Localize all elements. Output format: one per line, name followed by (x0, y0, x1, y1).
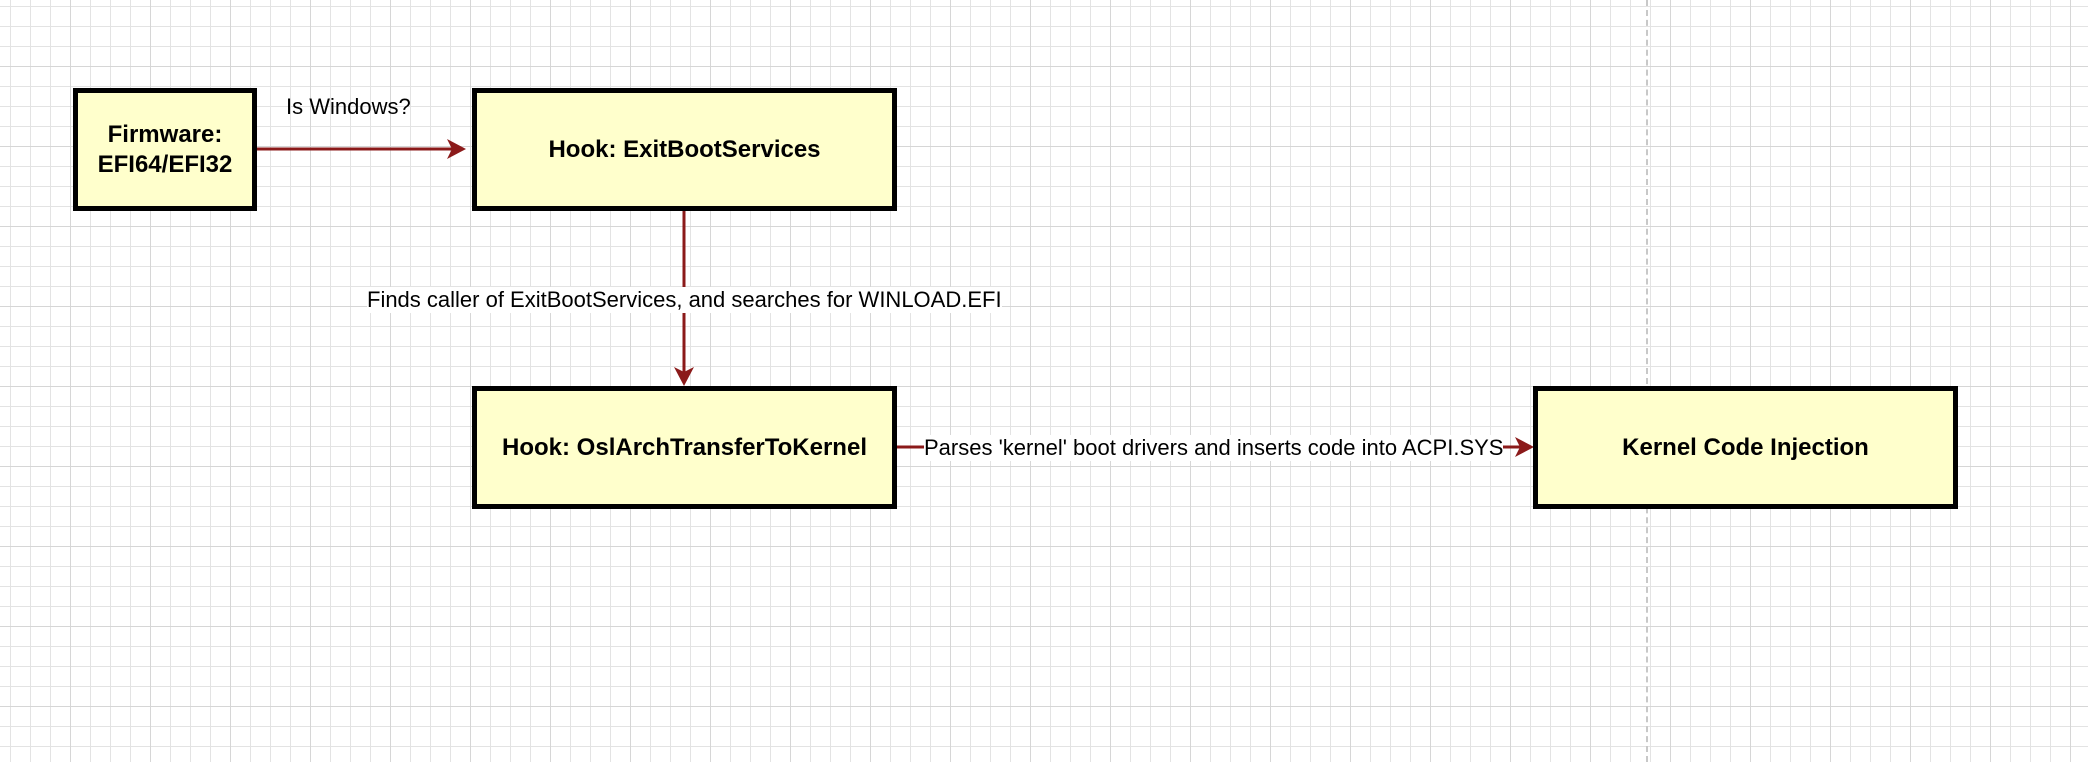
node-hook-oslarchtransfertokernel[interactable]: Hook: OslArchTransferToKernel (472, 386, 897, 509)
node-firmware-line1: Firmware: (107, 120, 223, 148)
node-kernel-injection-label: Kernel Code Injection (1622, 433, 1869, 461)
node-firmware-line2: EFI64/EFI32 (97, 150, 233, 178)
node-hook-exitbootservices-label: Hook: ExitBootServices (548, 135, 821, 163)
arrowhead-icon (674, 367, 694, 386)
node-hook-oslarch-label: Hook: OslArchTransferToKernel (502, 433, 867, 461)
node-kernel-code-injection[interactable]: Kernel Code Injection (1533, 386, 1958, 509)
arrowhead-icon (1515, 437, 1534, 457)
page-break-line (1646, 0, 1648, 762)
edge-label-is-windows: Is Windows? (286, 94, 411, 119)
node-hook-exitbootservices[interactable]: Hook: ExitBootServices (472, 88, 897, 211)
node-firmware[interactable]: Firmware: EFI64/EFI32 (73, 88, 257, 211)
arrowhead-icon (447, 139, 466, 159)
edge-label-parses-kernel: Parses 'kernel' boot drivers and inserts… (924, 435, 1504, 461)
node-firmware-text: Firmware: EFI64/EFI32 (98, 120, 233, 180)
edge-label-finds-caller: Finds caller of ExitBootServices, and se… (367, 287, 1002, 313)
